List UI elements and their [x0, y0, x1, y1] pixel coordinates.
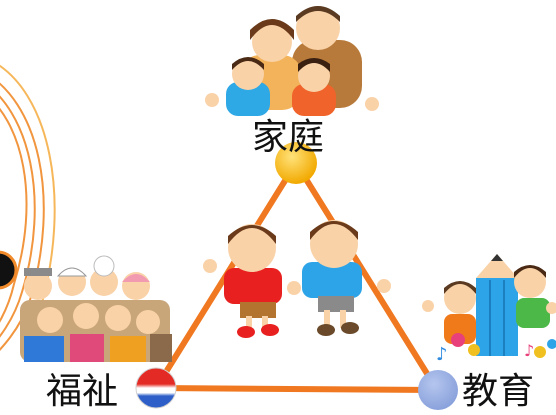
black-disc [0, 250, 18, 290]
family-illustration [205, 6, 379, 116]
node-label-home: 家庭 [252, 117, 325, 158]
node-education [418, 370, 458, 410]
svg-text:♪: ♪ [436, 344, 448, 365]
school-children-illustration: ♪ ♪ [422, 254, 556, 365]
edge-home-education [293, 160, 439, 391]
node-label-education: 教育 [462, 371, 535, 412]
elderly-group-illustration [20, 255, 172, 362]
edge-welfare-education [153, 385, 439, 393]
node-welfare [135, 367, 177, 409]
node-home [275, 142, 317, 184]
children-holding-hands-illustration [203, 220, 391, 338]
swirl-decoration [0, 64, 56, 352]
svg-text:♪: ♪ [524, 341, 534, 360]
node-label-welfare: 福祉 [46, 371, 119, 412]
triangle-edges [153, 160, 439, 393]
